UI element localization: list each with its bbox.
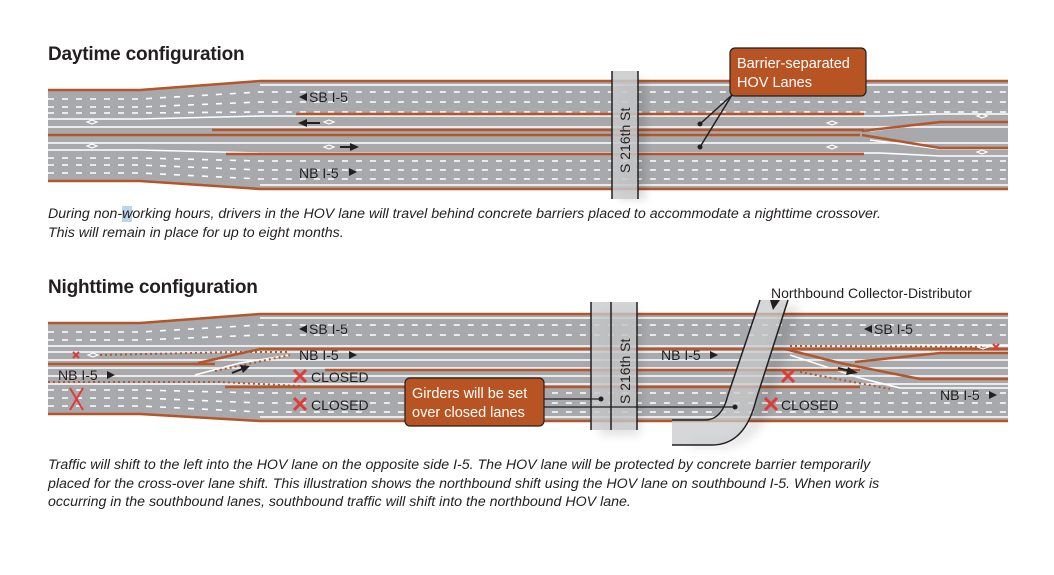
daytime-hov-diamonds (85, 113, 989, 155)
daytime-street-label: S 216th St (617, 108, 633, 173)
nighttime-sb-lane-dashes (48, 324, 1008, 341)
daytime-sb-lane-dashes (48, 91, 1008, 114)
nighttime-nb-right-direction-icon (989, 391, 997, 399)
nighttime-caption-line2: placed for the cross-over lane shift. Th… (48, 475, 880, 492)
nighttime-nb-lane-dashes (48, 389, 1008, 413)
daytime-taper-barrier-top (861, 120, 1008, 133)
nighttime-nb-shifted-label: NB I-5 (299, 347, 339, 363)
daytime-caption: During non-working hours, drivers in the… (48, 205, 1008, 242)
nighttime-shift-arrow-left-icon (231, 365, 250, 374)
daytime-title: Daytime configuration (48, 44, 245, 65)
daytime-caption-line1-post: orking hours, drivers in the HOV lane wi… (132, 206, 881, 222)
nighttime-closed-x-icon-mid (780, 368, 796, 384)
nighttime-callout: Girders will be set over closed lanes (404, 377, 738, 427)
daytime-diagram: S 216th St SB I-5 NB I-5 Barrier-separat… (48, 47, 1008, 200)
nighttime-overpass (591, 302, 637, 430)
nighttime-closed-x-icon-1 (292, 368, 308, 384)
daytime-caption-highlight: w (122, 206, 133, 222)
nighttime-shift-arrow-right-icon (837, 367, 858, 375)
nighttime-caption-line3: occurring in the southbound lanes, south… (48, 494, 631, 510)
nighttime-nb-left-label: NB I-5 (58, 367, 98, 383)
nighttime-cd-label: Northbound Collector-Distributor (771, 285, 972, 301)
nighttime-sb-right-direction-icon (864, 325, 872, 333)
nighttime-nb-mid-label: NB I-5 (661, 347, 701, 363)
nighttime-callout-line2: over closed lanes (412, 405, 525, 421)
nighttime-closed-x-icon-3 (763, 396, 779, 412)
daytime-caption-line1-pre: During non- (48, 206, 123, 222)
daytime-sb-direction-icon (299, 93, 307, 101)
nighttime-large-x-icon (69, 387, 84, 411)
nighttime-nb-mid-direction-icon (710, 351, 718, 359)
nighttime-crossover-barrier-right (784, 347, 1008, 381)
nighttime-hov-diamonds (86, 344, 990, 358)
nighttime-closed-label-2: CLOSED (311, 397, 369, 413)
nighttime-nb-right-label: NB I-5 (940, 387, 980, 403)
daytime-callout: Barrier-separated HOV Lanes (697, 47, 867, 150)
nighttime-cd-direction-icon (770, 300, 780, 310)
nighttime-sb-hov-barrier-right (854, 351, 1008, 364)
nighttime-temporary-barriers (48, 345, 991, 390)
nighttime-closed-label-1: CLOSED (311, 369, 369, 385)
nighttime-sb-left-direction-icon (299, 325, 307, 333)
nighttime-closed-x-icon-2 (292, 396, 308, 412)
daytime-sb-label: SB I-5 (309, 89, 348, 105)
daytime-caption-line2: This will remain in place for up to eigh… (48, 224, 344, 241)
nighttime-cd-ramp (672, 300, 788, 445)
nighttime-nb-shifted-direction-icon (349, 351, 357, 359)
nighttime-caption: Traffic will shift to the left into the … (48, 456, 1008, 512)
daytime-sb-hov-arrow-icon (298, 119, 320, 127)
daytime-callout-line1: Barrier-separated (737, 56, 850, 72)
daytime-taper-barrier-bottom (861, 133, 1008, 150)
daytime-nb-direction-icon (349, 168, 357, 176)
daytime-callout-line2: HOV Lanes (737, 75, 812, 91)
nighttime-sb-right-label: SB I-5 (874, 321, 913, 337)
nighttime-closed-label-3: CLOSED (781, 397, 839, 413)
nighttime-caption-line1: Traffic will shift to the left into the … (48, 457, 871, 473)
daytime-nb-hov-arrow-icon (340, 143, 359, 151)
daytime-overpass (612, 71, 638, 199)
nighttime-street-label: S 216th St (617, 339, 633, 404)
daytime-nb-lane-dashes (48, 157, 1008, 180)
daytime-nb-label: NB I-5 (299, 165, 339, 181)
nighttime-title: Nighttime configuration (48, 277, 258, 298)
nighttime-nb-left-direction-icon (107, 371, 115, 379)
nighttime-small-x-icon (72, 343, 1000, 359)
nighttime-callout-line1: Girders will be set (412, 386, 527, 402)
nighttime-sb-left-label: SB I-5 (309, 321, 348, 337)
